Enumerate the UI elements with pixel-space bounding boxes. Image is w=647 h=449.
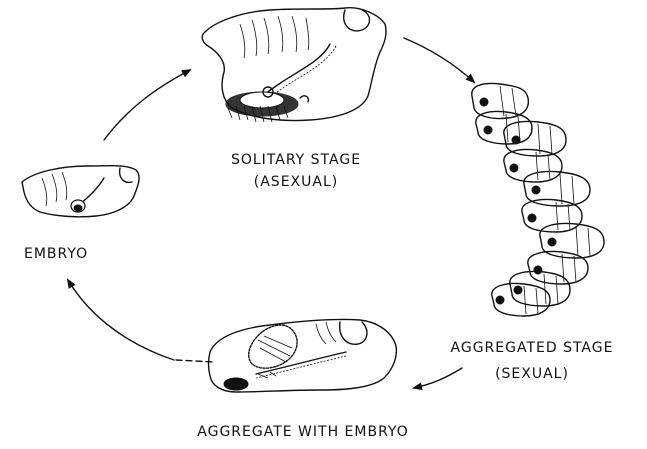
solitary-stage-organism bbox=[201, 7, 387, 123]
aggregated-stage-subtitle: (SEXUAL) bbox=[495, 366, 569, 382]
zooid-9 bbox=[509, 270, 571, 307]
solitary-stage-label: SOLITARY STAGE (ASEXUAL) bbox=[206, 152, 386, 190]
solitary-stage-title: SOLITARY STAGE bbox=[230, 152, 362, 168]
zooid-5 bbox=[523, 170, 591, 207]
aggregated-stage-title: AGGREGATED STAGE bbox=[450, 340, 614, 356]
aggregated-stage-chain bbox=[471, 82, 605, 317]
cycle-arrows bbox=[66, 37, 476, 391]
zooid-6 bbox=[521, 198, 583, 233]
zooid-3 bbox=[503, 120, 567, 157]
zooid-1 bbox=[471, 82, 530, 120]
embryo-organism bbox=[21, 164, 140, 218]
aggregate-with-embryo-organism bbox=[207, 318, 398, 393]
aggregate-with-embryo-label: AGGREGATE WITH EMBRYO bbox=[197, 424, 409, 440]
zooid-7 bbox=[539, 222, 605, 259]
arrow-aggregate-to-embryo bbox=[66, 278, 175, 361]
dashed-connector bbox=[175, 359, 215, 363]
zooid-4 bbox=[503, 148, 563, 183]
solitary-stage-subtitle: (ASEXUAL) bbox=[253, 174, 339, 190]
arrow-solitary-to-aggregated bbox=[403, 37, 476, 84]
arrow-aggregated-to-aggregate bbox=[412, 367, 463, 391]
arrow-embryo-to-solitary bbox=[103, 69, 192, 141]
aggregated-stage-label: AGGREGATED STAGE (SEXUAL) bbox=[432, 340, 632, 382]
embryo-label: EMBRYO bbox=[24, 246, 89, 262]
zooid-10 bbox=[491, 282, 551, 317]
